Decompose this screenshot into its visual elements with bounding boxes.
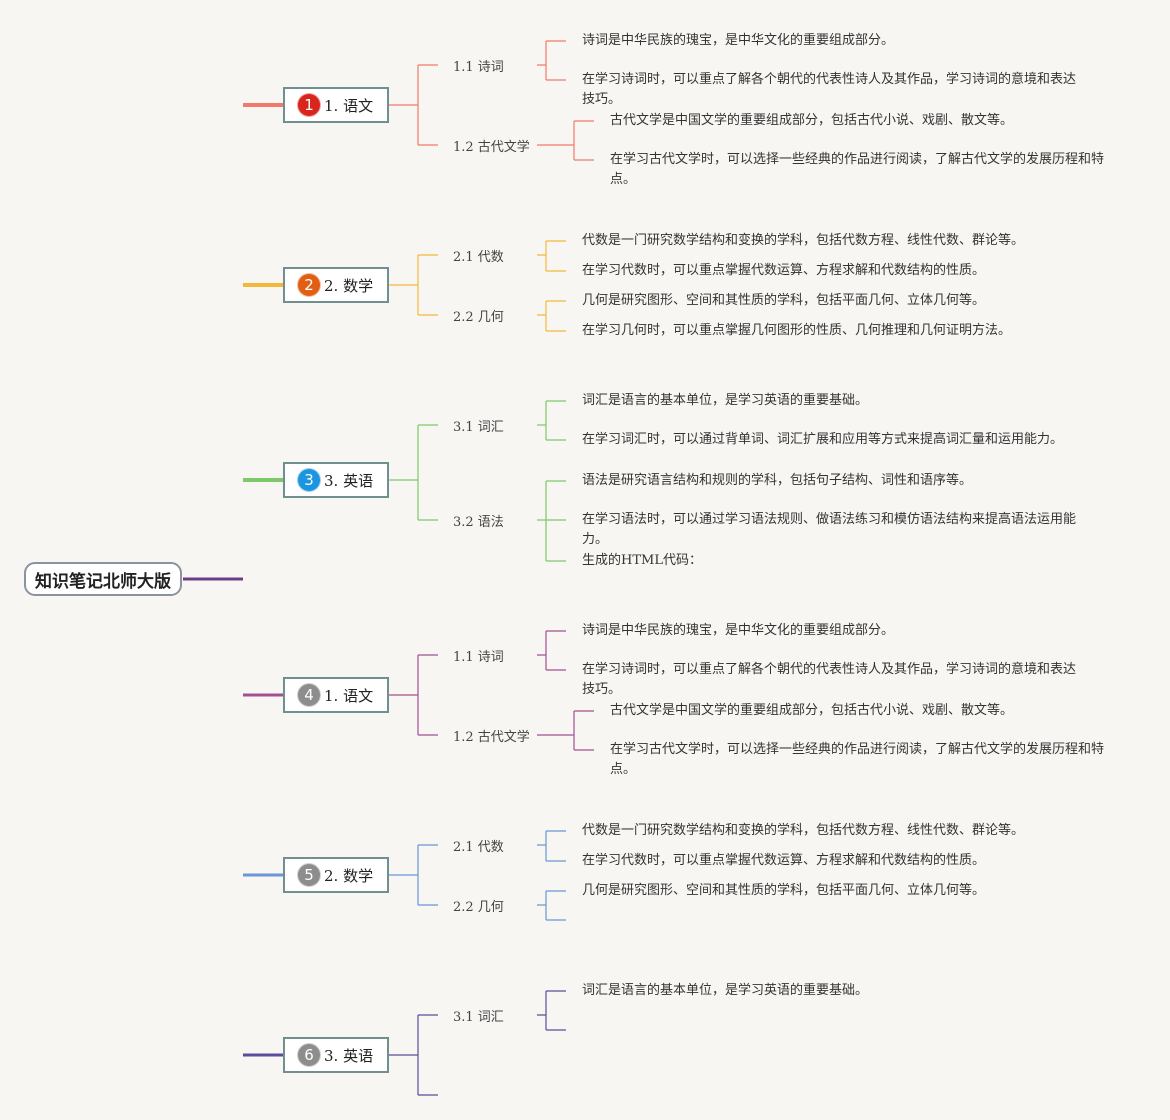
leaf-connector-line xyxy=(537,400,566,441)
leaf-note[interactable]: 在学习诗词时，可以重点了解各个朝代的代表性诗人及其作品，学习诗词的意境和表达技巧… xyxy=(582,662,1077,697)
leaf-connector-line xyxy=(537,830,566,862)
leaf-note[interactable]: 在学习代数时，可以重点掌握代数运算、方程求解和代数结构的性质。 xyxy=(582,853,986,868)
leaf-connector-line xyxy=(537,630,566,671)
leaf-connector-line xyxy=(537,300,566,332)
topic-label: 2. 数学 xyxy=(324,866,374,885)
subtopic-label[interactable]: 2.2 几何 xyxy=(453,900,504,915)
root-node[interactable]: 知识笔记北师大版 xyxy=(24,562,182,596)
topic-label: 3. 英语 xyxy=(324,1046,374,1065)
leaf-note[interactable]: 在学习几何时，可以重点掌握几何图形的性质、几何推理和几何证明方法。 xyxy=(582,323,1012,338)
leaf-connector-line xyxy=(537,990,566,1031)
leaf-connector-line xyxy=(537,890,566,921)
leaf-note[interactable]: 古代文学是中国文学的重要组成部分，包括古代小说、戏剧、散文等。 xyxy=(610,703,1014,718)
topic-label: 2. 数学 xyxy=(324,276,374,295)
topic-number-badge: 6 xyxy=(297,1043,321,1067)
leaf-note[interactable]: 几何是研究图形、空间和其性质的学科，包括平面几何、立体几何等。 xyxy=(582,293,986,308)
leaf-note[interactable]: 代数是一门研究数学结构和变换的学科，包括代数方程、线性代数、群论等。 xyxy=(582,233,1025,248)
leaf-note[interactable]: 词汇是语言的基本单位，是学习英语的重要基础。 xyxy=(582,983,869,998)
subtopic-label[interactable]: 1.1 诗词 xyxy=(453,60,504,75)
topic-label: 3. 英语 xyxy=(324,471,374,490)
subtopic-label[interactable]: 2.2 几何 xyxy=(453,310,504,325)
subtopic-connector-line xyxy=(389,844,438,906)
subtopic-connector-line xyxy=(389,1014,438,1096)
subtopic-connector-line xyxy=(389,424,438,521)
subtopic-label[interactable]: 3.2 语法 xyxy=(453,515,504,530)
leaf-note[interactable]: 代数是一门研究数学结构和变换的学科，包括代数方程、线性代数、群论等。 xyxy=(582,823,1025,838)
subtopic-connector-line xyxy=(389,64,438,146)
leaf-note[interactable]: 在学习古代文学时，可以选择一些经典的作品进行阅读，了解古代文学的发展历程和特点。 xyxy=(610,152,1105,187)
subtopic-label[interactable]: 1.1 诗词 xyxy=(453,650,504,665)
topic-number-badge: 5 xyxy=(297,863,321,887)
leaf-connector-line xyxy=(537,480,566,562)
subtopic-label[interactable]: 3.1 词汇 xyxy=(453,1010,504,1025)
topic-label: 1. 语文 xyxy=(324,96,374,115)
subtopic-label[interactable]: 2.1 代数 xyxy=(453,840,504,855)
leaf-note[interactable]: 诗词是中华民族的瑰宝，是中华文化的重要组成部分。 xyxy=(582,623,895,638)
leaf-connector-line xyxy=(537,240,566,272)
subtopic-connector-line xyxy=(389,654,438,736)
leaf-note[interactable]: 在学习语法时，可以通过学习语法规则、做语法练习和模仿语法结构来提高语法运用能力。 xyxy=(582,512,1077,547)
topic-number-badge: 2 xyxy=(297,273,321,297)
leaf-note[interactable]: 生成的HTML代码： xyxy=(582,553,702,568)
subtopic-connector-line xyxy=(389,254,438,316)
subtopic-label[interactable]: 2.1 代数 xyxy=(453,250,504,265)
leaf-note[interactable]: 诗词是中华民族的瑰宝，是中华文化的重要组成部分。 xyxy=(582,33,895,48)
subtopic-label[interactable]: 1.2 古代文学 xyxy=(453,140,530,155)
leaf-note[interactable]: 在学习代数时，可以重点掌握代数运算、方程求解和代数结构的性质。 xyxy=(582,263,986,278)
leaf-connector-line xyxy=(537,40,566,81)
leaf-connector-line xyxy=(537,710,594,751)
leaf-note[interactable]: 在学习古代文学时，可以选择一些经典的作品进行阅读，了解古代文学的发展历程和特点。 xyxy=(610,742,1105,777)
leaf-note[interactable]: 语法是研究语言结构和规则的学科，包括句子结构、词性和语序等。 xyxy=(582,473,973,488)
leaf-note[interactable]: 几何是研究图形、空间和其性质的学科，包括平面几何、立体几何等。 xyxy=(582,883,986,898)
leaf-note[interactable]: 在学习诗词时，可以重点了解各个朝代的代表性诗人及其作品，学习诗词的意境和表达技巧… xyxy=(582,72,1077,107)
leaf-note[interactable]: 古代文学是中国文学的重要组成部分，包括古代小说、戏剧、散文等。 xyxy=(610,113,1014,128)
topic-label: 1. 语文 xyxy=(324,686,374,705)
leaf-note[interactable]: 在学习词汇时，可以通过背单词、词汇扩展和应用等方式来提高词汇量和运用能力。 xyxy=(582,432,1064,447)
subtopic-label[interactable]: 1.2 古代文学 xyxy=(453,730,530,745)
topic-number-badge: 1 xyxy=(297,93,321,117)
root-label: 知识笔记北师大版 xyxy=(35,571,171,592)
topic-number-badge: 3 xyxy=(297,468,321,492)
topic-number-badge: 4 xyxy=(297,683,321,707)
subtopic-label[interactable]: 3.1 词汇 xyxy=(453,420,504,435)
leaf-note[interactable]: 词汇是语言的基本单位，是学习英语的重要基础。 xyxy=(582,393,869,408)
leaf-connector-line xyxy=(537,120,594,161)
